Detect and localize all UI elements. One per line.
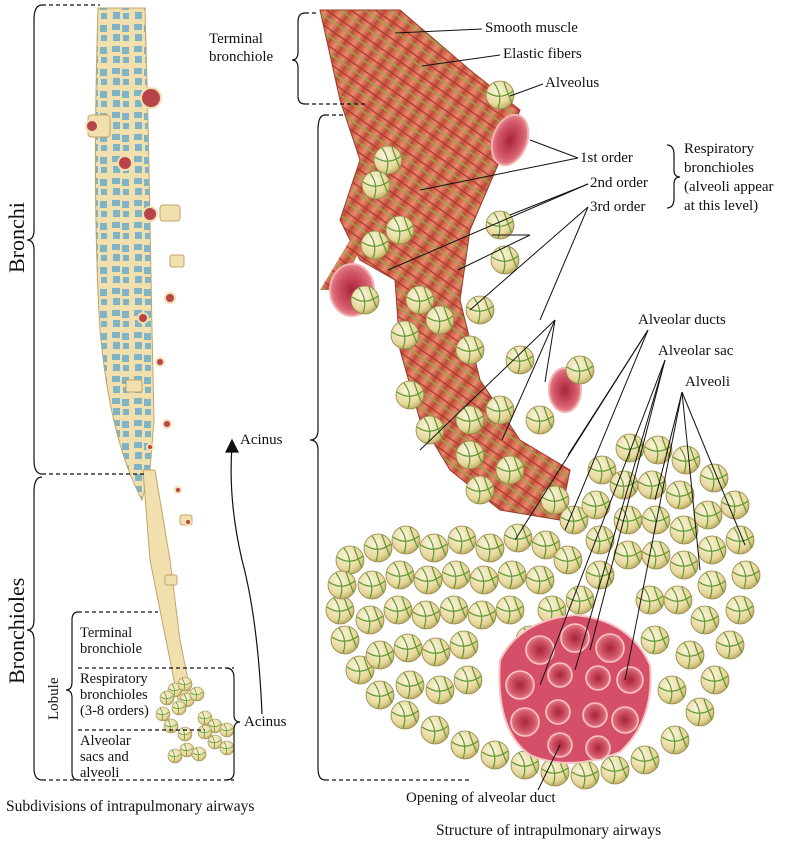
acinus-arrow xyxy=(225,438,263,715)
alveolar-sac-label: Alveolar sac xyxy=(658,343,734,359)
lobule-label: Lobule xyxy=(46,677,62,721)
leader-lines xyxy=(387,28,746,791)
order-2-label: 2nd order xyxy=(590,175,648,191)
bronchi-label: Bronchi xyxy=(4,202,29,273)
order-1-label: 1st order xyxy=(580,150,633,166)
order-3-label: 3rd order xyxy=(590,199,646,215)
alveolar-sacs-label: Alveolar sacs and alveoli xyxy=(80,733,131,781)
right-caption: Structure of intrapulmonary airways xyxy=(436,822,662,839)
alveolar-ducts-label: Alveolar ducts xyxy=(638,312,726,328)
elastic-fibers-label: Elastic fibers xyxy=(503,46,582,62)
bronchiole-structure xyxy=(319,9,761,790)
left-caption: Subdivisions of intrapulmonary airways xyxy=(6,798,255,815)
right-terminal-bronchiole-label: Terminal bronchiole xyxy=(209,31,274,65)
alveoli-label: Alveoli xyxy=(685,374,730,390)
opening-alveolar-duct-label: Opening of alveolar duct xyxy=(406,790,556,806)
middle-acinus-label: Acinus xyxy=(240,432,283,448)
bronchioles-label: Bronchioles xyxy=(4,577,29,684)
respiratory-bronchioles-right-label: Respiratory bronchioles (alveoli appear … xyxy=(684,141,774,214)
left-brackets xyxy=(26,4,241,781)
terminal-bronchiole-label: Terminal bronchiole xyxy=(80,625,143,657)
right-brackets xyxy=(291,12,681,781)
smooth-muscle-label: Smooth muscle xyxy=(485,20,578,36)
alveolus-label: Alveolus xyxy=(545,75,600,91)
airway-tree xyxy=(85,7,235,764)
respiratory-bronchioles-label: Respiratory bronchioles (3-8 orders) xyxy=(80,671,149,719)
left-acinus-label: Acinus xyxy=(244,714,287,730)
